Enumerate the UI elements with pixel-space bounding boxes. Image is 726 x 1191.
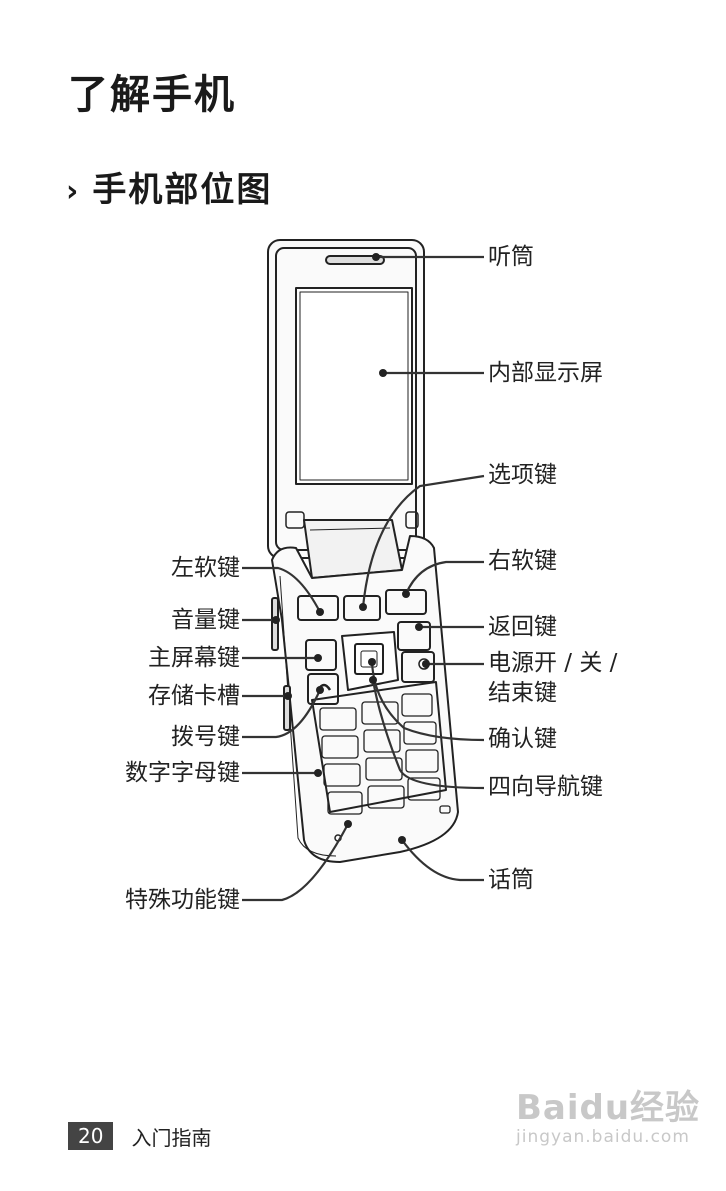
label-option-key: 选项键 bbox=[488, 462, 557, 488]
label-nav-key: 四向导航键 bbox=[488, 774, 603, 800]
label-power-end-key-2: 结束键 bbox=[488, 680, 557, 706]
chevron-right-icon: › bbox=[66, 174, 81, 209]
label-left-soft-key: 左软键 bbox=[171, 555, 240, 581]
section-heading: › 手机部位图 bbox=[66, 162, 272, 211]
dial-key-shape bbox=[307, 673, 339, 705]
label-volume-key: 音量键 bbox=[171, 607, 240, 633]
option-key-shape bbox=[343, 595, 381, 621]
label-inner-display: 内部显示屏 bbox=[488, 360, 603, 386]
confirm-key-shape bbox=[354, 643, 384, 675]
left-soft-key-shape bbox=[297, 595, 339, 621]
earpiece-grill bbox=[325, 255, 385, 265]
power-key-shape bbox=[401, 651, 435, 683]
watermark-logo: Baidu经验 bbox=[516, 1088, 701, 1128]
label-alphanumeric-keys: 数字字母键 bbox=[125, 760, 240, 786]
label-home-key: 主屏幕键 bbox=[148, 645, 240, 671]
label-memory-slot: 存储卡槽 bbox=[148, 683, 240, 709]
section-name: 入门指南 bbox=[131, 1125, 212, 1150]
watermark: Baidu经验 jingyan.baidu.com bbox=[516, 1080, 700, 1147]
label-microphone: 话筒 bbox=[488, 867, 534, 893]
label-earpiece: 听筒 bbox=[488, 244, 534, 270]
volume-key-side bbox=[271, 597, 279, 651]
back-key-shape bbox=[397, 621, 431, 651]
label-back-key: 返回键 bbox=[488, 614, 557, 640]
label-special-keys: 特殊功能键 bbox=[125, 887, 240, 913]
inner-screen bbox=[295, 287, 413, 485]
label-right-soft-key: 右软键 bbox=[488, 548, 557, 574]
label-power-end-key-1: 电源开 / 关 / bbox=[488, 650, 618, 676]
page-title: 了解手机 bbox=[68, 72, 236, 118]
section-title: 手机部位图 bbox=[92, 170, 273, 210]
phone-lower-body bbox=[271, 535, 459, 863]
page-number: 20 bbox=[68, 1122, 114, 1150]
home-key-shape bbox=[305, 639, 337, 671]
label-dial-key: 拨号键 bbox=[171, 724, 240, 750]
label-confirm-key: 确认键 bbox=[488, 726, 557, 752]
watermark-url: jingyan.baidu.com bbox=[516, 1127, 690, 1147]
page-footer: 20 入门指南 bbox=[68, 1122, 211, 1150]
